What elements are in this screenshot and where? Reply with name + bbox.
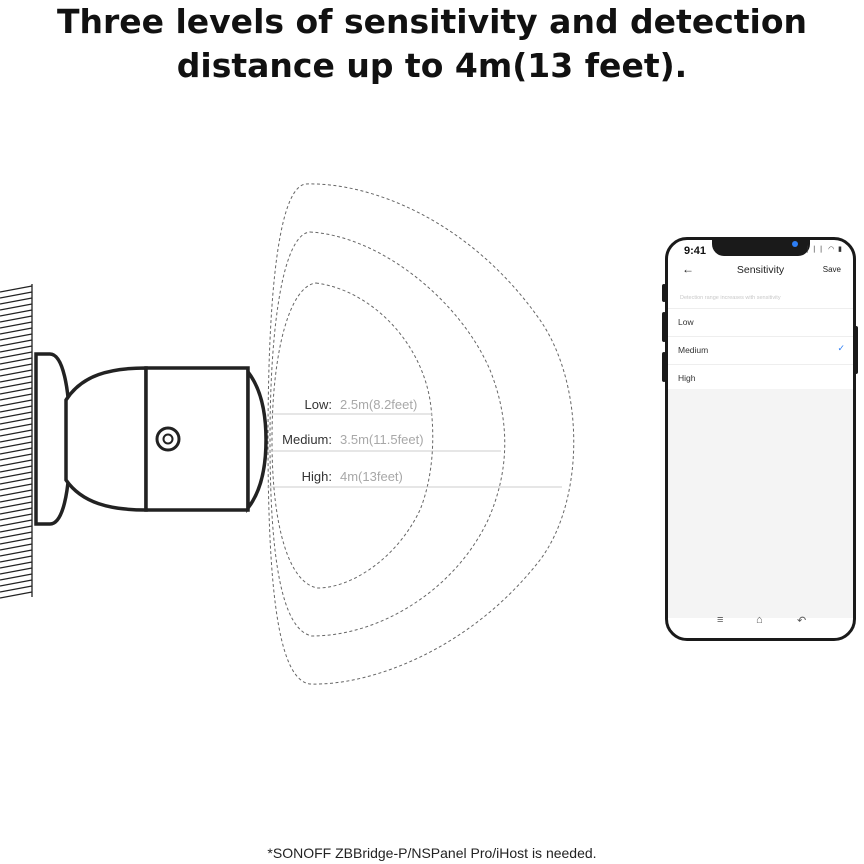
- hatch-line: [0, 519, 33, 527]
- sensitivity-options: Low Medium ✓ High: [668, 308, 853, 392]
- hatch-line: [0, 411, 33, 419]
- hatch-line: [0, 453, 33, 461]
- hatch-line: [0, 513, 33, 521]
- hatch-line: [0, 387, 33, 395]
- range-value: 3.5m(11.5feet): [340, 432, 424, 447]
- hatch-line: [0, 375, 33, 383]
- hatch-line: [0, 501, 33, 509]
- sensor-button-inner: [162, 433, 174, 445]
- range-value: 2.5m(8.2feet): [340, 397, 418, 412]
- zone-medium: [269, 231, 506, 637]
- hatch-line: [0, 417, 33, 425]
- phone-nav-bar: ≡ ⌂ ↶: [668, 614, 853, 634]
- hatch-line: [0, 447, 33, 455]
- phone-volume-mid: [662, 312, 666, 342]
- hatch-line: [0, 591, 33, 599]
- hatch-line: [0, 525, 33, 533]
- hatch-line: [0, 477, 33, 485]
- hatch-line: [0, 561, 33, 569]
- hatch-line: [0, 573, 33, 581]
- option-medium[interactable]: Medium ✓: [668, 336, 853, 364]
- option-high[interactable]: High: [668, 364, 853, 392]
- hatch-line: [0, 309, 33, 317]
- hatch-line: [0, 537, 33, 545]
- status-icons: ❘❘❘ ◠ ▮: [804, 246, 843, 253]
- detection-zones: [267, 183, 575, 685]
- app-header: ← Sensitivity Save: [668, 262, 853, 282]
- save-button[interactable]: Save: [822, 265, 841, 274]
- hatch-line: [0, 405, 33, 413]
- hatch-line: [0, 393, 33, 401]
- zone-low: [271, 282, 434, 589]
- hatch-line: [0, 339, 33, 347]
- hatch-line: [0, 489, 33, 497]
- hatch-line: [0, 435, 33, 443]
- status-time: 9:41: [684, 245, 707, 257]
- hatch-line: [0, 471, 33, 479]
- hatch-line: [0, 363, 33, 371]
- range-label: Low:: [304, 397, 332, 412]
- hatch-line: [0, 297, 33, 305]
- hatch-line: [0, 441, 33, 449]
- motion-sensor: [34, 352, 268, 526]
- hatch-line: [0, 495, 33, 503]
- hatch-line: [0, 585, 33, 593]
- hatch-line: [0, 345, 33, 353]
- option-label: High: [678, 373, 696, 383]
- hatch-line: [0, 531, 33, 539]
- phone-notch: [712, 237, 810, 256]
- hatch-line: [0, 381, 33, 389]
- hatch-line: [0, 567, 33, 575]
- hatch-line: [0, 429, 33, 437]
- wall-hatching: [0, 284, 33, 599]
- hatch-line: [0, 357, 33, 365]
- hatch-line: [0, 291, 33, 299]
- range-label: Medium:: [282, 432, 332, 447]
- hatch-line: [0, 333, 33, 341]
- hatch-line: [0, 543, 33, 551]
- phone-volume-up: [662, 284, 666, 302]
- phone-volume-down: [662, 352, 666, 382]
- hatch-line: [0, 351, 33, 359]
- hatch-line: [0, 465, 33, 473]
- hatch-line: [0, 549, 33, 557]
- hatch-line: [0, 507, 33, 515]
- checkmark-icon: ✓: [837, 343, 845, 353]
- phone-power-button: [854, 326, 858, 374]
- headline: Three levels of sensitivity and detectio…: [0, 0, 864, 88]
- app-title: Sensitivity: [736, 264, 785, 276]
- back-icon[interactable]: ↶: [797, 615, 807, 627]
- headline-line-2: distance up to 4m(13 feet).: [176, 46, 688, 85]
- range-label: High:: [301, 469, 332, 484]
- front-camera-icon: [792, 241, 798, 247]
- arrow-left-icon[interactable]: ←: [682, 262, 694, 276]
- phone-mockup: 9:41 ❘❘❘ ◠ ▮ ← Sensitivity Save Detectio…: [665, 237, 856, 641]
- headline-line-1: Three levels of sensitivity and detectio…: [56, 2, 808, 41]
- hatch-line: [0, 369, 33, 377]
- home-icon[interactable]: ⌂: [756, 614, 763, 626]
- hatch-line: [0, 399, 33, 407]
- option-label: Low: [678, 317, 694, 327]
- hatch-line: [0, 483, 33, 491]
- option-low[interactable]: Low: [668, 308, 853, 336]
- hatch-line: [0, 423, 33, 431]
- menu-icon[interactable]: ≡: [717, 614, 724, 626]
- hatch-line: [0, 579, 33, 587]
- range-value: 4m(13feet): [340, 469, 403, 484]
- hatch-line: [0, 315, 33, 323]
- sensor-lens: [246, 366, 268, 514]
- hatch-line: [0, 285, 33, 293]
- hatch-line: [0, 459, 33, 467]
- app-empty-area: [668, 389, 853, 618]
- footnote: *SONOFF ZBBridge-P/NSPanel Pro/iHost is …: [267, 845, 597, 861]
- option-label: Medium: [678, 345, 709, 355]
- hatch-line: [0, 327, 33, 335]
- hatch-line: [0, 321, 33, 329]
- hatch-line: [0, 555, 33, 563]
- range-guide-lines: [267, 413, 562, 488]
- zone-high: [267, 183, 575, 685]
- sensitivity-hint: Detection range increases with sensitivi…: [680, 295, 781, 301]
- hatch-line: [0, 303, 33, 311]
